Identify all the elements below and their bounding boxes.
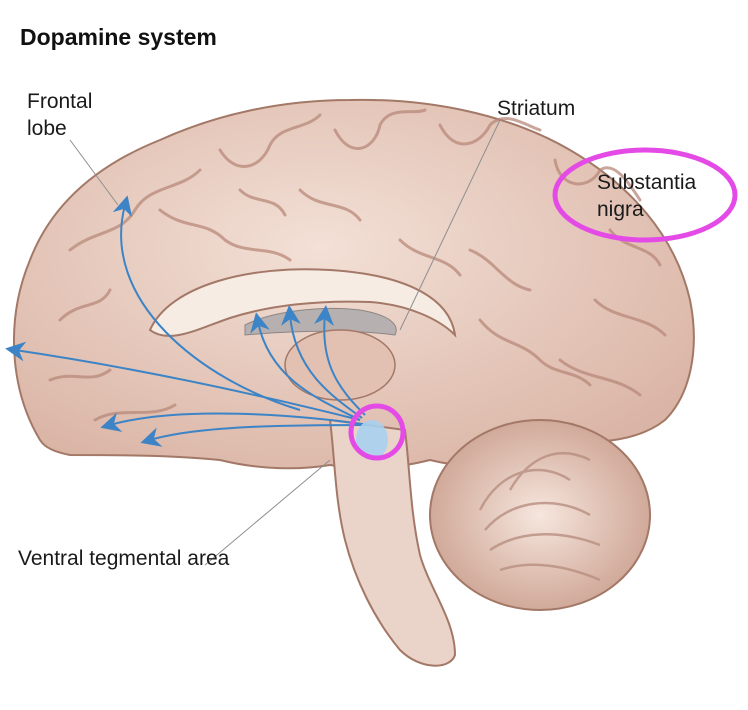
label-substantia-nigra: Substantia nigra: [597, 169, 696, 223]
cerebellum: [429, 419, 651, 611]
dopamine-nucleus: [356, 420, 388, 460]
label-striatum: Striatum: [497, 97, 576, 120]
dopamine-pathways: [5, 195, 371, 447]
label-substantia-nigra-line1: Substantia: [597, 171, 697, 194]
corpus-callosum: [148, 268, 457, 338]
label-frontal-lobe-line1: Frontal: [27, 90, 93, 113]
gyri-pattern: [48, 108, 667, 422]
label-frontal-lobe-line2: lobe: [27, 117, 67, 140]
brainstem: [328, 418, 457, 667]
arbor-vitae: [478, 452, 601, 582]
label-ventral-tegmental-area: Ventral tegmental area: [18, 547, 230, 570]
thalamus: [284, 329, 396, 401]
leader-lines: [69, 119, 501, 566]
label-substantia-nigra-line2: nigra: [597, 198, 644, 221]
highlight-midbrain-nucleus: [348, 403, 406, 461]
diagram-title: Dopamine system: [20, 24, 217, 50]
label-frontal-lobe: Frontal lobe: [27, 88, 92, 142]
highlight-substantia-nigra-label: [552, 147, 738, 243]
